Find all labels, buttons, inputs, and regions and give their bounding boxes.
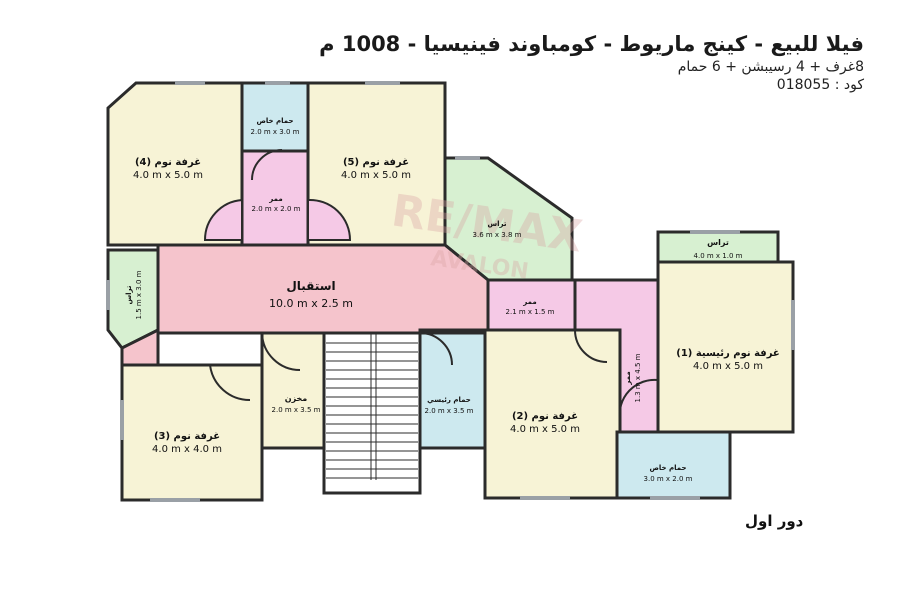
label-terrace-left-dims: 1.5 m x 3.0 m [135,270,143,319]
door-swings [203,149,659,421]
label-bed4-dims: 4.0 m x 5.0 m [133,170,203,181]
room-fills [106,81,795,502]
label-bed3-name: غرفة نوم (3) [154,431,220,442]
room-bed3-shape [120,363,264,502]
listing-code: كود : 018055 [776,77,864,93]
staircase-shape [322,331,422,495]
room-labels: غرفة نوم (4) 4.0 m x 5.0 m حمام خاص 2.0 … [125,117,780,483]
label-bath-top-name: حمام خاص [256,117,293,125]
rooms-summary: 8غرف + 4 رسيبشن + 6 حمام [677,59,864,75]
label-terrace-mid-name: تراس [487,220,506,228]
label-corridor-right-name: ممر [624,371,632,385]
room-reception-shape [156,243,490,335]
label-corridor-top-name: ممر [268,195,282,203]
label-storage-name: مخزن [285,394,308,403]
staircase-treads [326,333,418,480]
room-bed2-shape [483,328,622,500]
label-corridor-right-dims: 1.3 m x 4.5 m [634,353,642,402]
label-corridor-top-dims: 2.0 m x 2.0 m [252,205,301,213]
label-master-bath-name: حمام رئيسي [427,396,471,404]
label-bed3-dims: 4.0 m x 4.0 m [152,444,222,455]
label-reception-name: استقبال [286,279,335,293]
floor-label: دور اول [745,512,804,530]
reception-corner-shape [120,327,160,367]
label-master-bed-name: غرفة نوم رئيسية (1) [676,348,780,359]
label-bed2-dims: 4.0 m x 5.0 m [510,424,580,435]
label-terrace-left-name: تراس [125,285,133,304]
label-reception-dims: 10.0 m x 2.5 m [269,297,353,310]
window-marks [106,81,795,502]
label-master-bath-dims: 2.0 m x 3.5 m [425,407,474,415]
label-terrace-right-name: تراس [707,238,729,248]
label-corridor-mid-name: ممر [522,298,536,306]
label-corridor-mid-dims: 2.1 m x 1.5 m [506,308,555,316]
label-bath-top-dims: 2.0 m x 3.0 m [251,128,300,136]
room-storage-shape [260,331,326,450]
room-master-bed-shape [656,260,795,434]
label-bath-bottom-name: حمام خاص [649,464,686,472]
header: فيلا للبيع - كينج ماريوط - كومباوند فيني… [319,30,864,94]
label-storage-dims: 2.0 m x 3.5 m [272,406,321,414]
room-master-bath-shape [418,331,487,450]
label-bath-bottom-dims: 3.0 m x 2.0 m [644,475,693,483]
label-bed2-name: غرفة نوم (2) [512,411,578,422]
listing-title: فيلا للبيع - كينج ماريوط - كومباوند فيني… [319,32,864,56]
label-bed4-name: غرفة نوم (4) [135,157,201,168]
label-bed5-dims: 4.0 m x 5.0 m [341,170,411,181]
label-master-bed-dims: 4.0 m x 5.0 m [693,361,763,372]
label-terrace-mid-dims: 3.6 m x 3.8 m [473,231,522,239]
label-bed5-name: غرفة نوم (5) [343,157,409,168]
label-terrace-right-dims: 4.0 m x 1.0 m [694,252,743,260]
